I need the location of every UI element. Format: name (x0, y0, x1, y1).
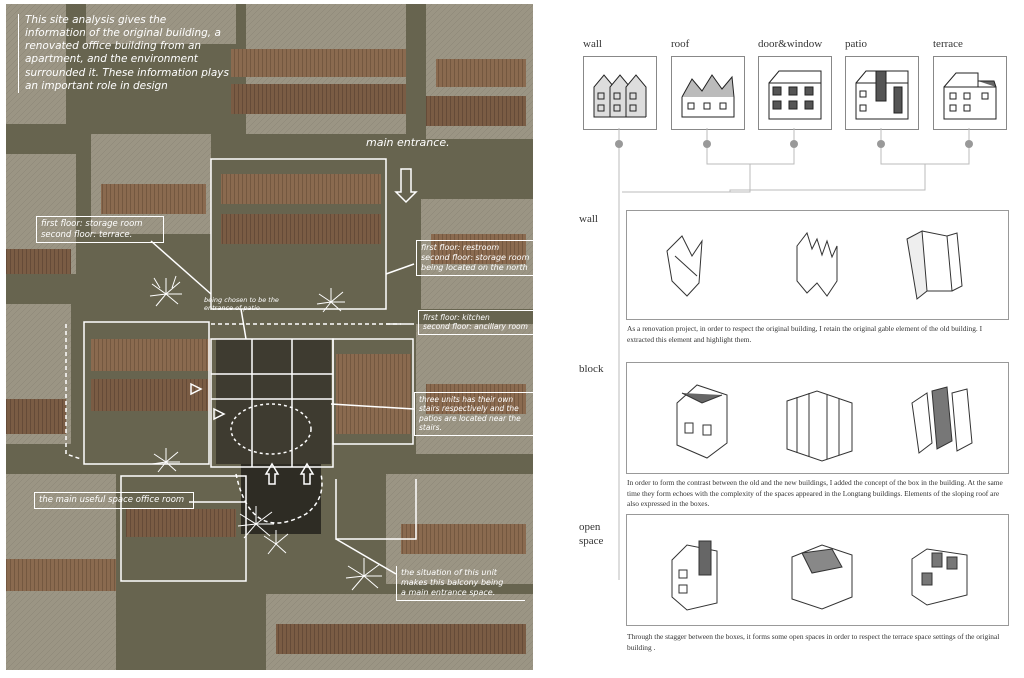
panel-block (626, 362, 1009, 474)
note-three-units: three units has their own stairs respect… (414, 392, 533, 436)
element-thumb-terrace (933, 56, 1007, 130)
caption-block: In order to form the contrast between th… (627, 478, 1003, 509)
row-label-block: block (579, 363, 604, 375)
caption-open-space: Through the stagger between the boxes, i… (627, 632, 1000, 652)
note-kitchen-ancillary: first floor: kitchen second floor: ancil… (418, 310, 533, 335)
row-label-open-space: open space (579, 521, 604, 548)
site-model-illustration (6, 4, 533, 670)
site-analysis-photo: This site analysis gives the information… (6, 4, 533, 670)
caption-wall: As a renovation project, in order to res… (627, 324, 983, 344)
note-patio-entrance: being chosen to be the entrance of patio (204, 296, 279, 313)
element-label-roof: roof (671, 38, 690, 50)
element-connectors (615, 128, 973, 580)
element-label-door-window: door&window (758, 38, 823, 50)
element-label-terrace: terrace (933, 38, 963, 50)
element-thumb-wall (583, 56, 657, 130)
element-label-wall: wall (583, 38, 602, 50)
main-entrance-label: main entrance. (366, 136, 450, 149)
note-main-useful-space: the main useful space office room (34, 492, 194, 509)
element-thumb-roof (671, 56, 745, 130)
panel-open-space (626, 514, 1009, 626)
note-restroom-storage: first floor: restroom second floor: stor… (416, 240, 533, 276)
element-thumb-door-window (758, 56, 832, 130)
site-intro-note: This site analysis gives the information… (18, 14, 230, 93)
note-storage-terrace: first floor: storage room second floor: … (36, 216, 164, 244)
panel-wall (626, 210, 1009, 320)
note-situation-balcony: the situation of this unit makes this ba… (396, 566, 525, 601)
row-label-wall: wall (579, 213, 598, 225)
element-thumb-patio (845, 56, 919, 130)
element-label-patio: patio (845, 38, 867, 50)
